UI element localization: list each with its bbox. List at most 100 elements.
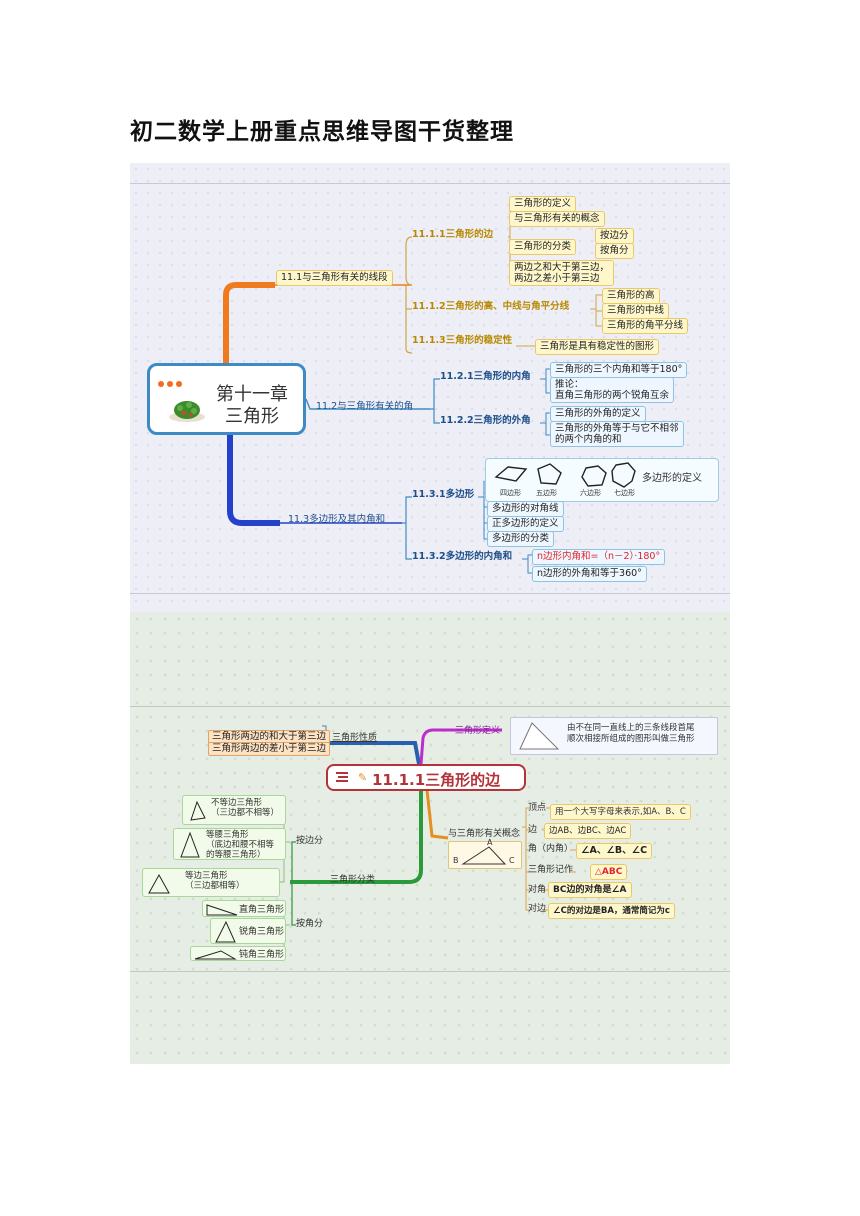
branch-11-2: 11.2与三角形有关的角	[316, 401, 414, 412]
leaf-stability: 三角形是具有稳定性的图形	[535, 339, 660, 355]
leaf-triangle-classification: 三角形的分类	[509, 239, 577, 255]
isosceles-triangle-card: 等腰三角形 （底边和腰不相等 的等腰三角形）	[173, 828, 286, 860]
leaf-by-side: 按边分	[595, 228, 634, 244]
leaf-polygon-diagonal: 多边形的对角线	[487, 501, 564, 517]
divider	[130, 706, 730, 707]
acute-triangle-label: 锐角三角形	[239, 927, 285, 937]
topic-11-2-2: 11.2.2三角形的外角	[440, 415, 531, 426]
heptagon-icon	[611, 462, 636, 488]
leaf-interior-angle-formula: n边形内角和=（n－2）·180°	[532, 549, 666, 565]
definition-label: 三角形定义	[455, 726, 501, 736]
polygon-shapes-box: 四边形 五边形 六边形 七边形 多边形的定义	[485, 458, 719, 502]
isosceles-title: 等腰三角形	[206, 830, 249, 840]
equilateral-triangle-card: 等边三角形 （三边都相等）	[142, 868, 280, 897]
central-topic-title: 11.1.1三角形的边	[372, 771, 501, 789]
classify-label: 三角形分类	[330, 875, 376, 885]
by-angle-label: 按角分	[296, 919, 324, 929]
branch-11-3: 11.3多边形及其内角和	[288, 514, 386, 525]
concept-vertex-key: 顶点	[528, 803, 547, 813]
topic-11-3-2: 11.3.2多边形的内角和	[412, 551, 513, 562]
branch-11-1: 11.1与三角形有关的线段	[276, 270, 393, 286]
concept-angle-value: ∠A、∠B、∠C	[576, 843, 653, 859]
divider	[130, 971, 730, 972]
polygon-shapes	[494, 462, 636, 488]
leaf-triangle-concepts: 与三角形有关的概念	[509, 211, 605, 227]
isosceles-note-line1: （底边和腰不相等	[206, 840, 275, 850]
definition-text-line1: 由不在同一直线上的三条线段首尾	[567, 723, 695, 733]
property-label: 三角形性质	[332, 733, 378, 743]
leaf-triangle-definition: 三角形的定义	[509, 196, 577, 212]
leaf-side-inequality-line1: 两边之和大于第三边，	[514, 262, 610, 273]
dots-icon	[158, 372, 185, 391]
leaf-corollary: 推论： 直角三角形的两个锐角互余	[550, 377, 675, 403]
triangle-icon	[519, 722, 560, 750]
concept-angle-key: 角（内角）	[528, 844, 574, 854]
leaf-by-angle: 按角分	[595, 243, 634, 259]
vertex-a-label: A	[487, 838, 493, 847]
leaf-regular-polygon: 正多边形的定义	[487, 516, 564, 532]
concept-side-key: 边	[528, 825, 538, 835]
equilateral-title: 等边三角形	[185, 871, 228, 881]
pencil-icon: ✎	[358, 771, 368, 784]
scalene-triangle-icon	[190, 800, 206, 821]
concept-notation-value: △ABC	[590, 864, 628, 880]
quadrilateral-label: 四边形	[500, 489, 521, 497]
menu-icon	[336, 772, 348, 782]
leaf-corollary-title: 推论：	[555, 379, 584, 390]
obtuse-triangle-label: 钝角三角形	[239, 950, 285, 960]
right-triangle-label: 直角三角形	[239, 905, 285, 915]
topic-11-3-1: 11.3.1多边形	[412, 489, 475, 500]
concepts-label: 与三角形有关概念	[448, 829, 521, 839]
leaf-polygon-classification: 多边形的分类	[487, 531, 555, 547]
isosceles-note-line2: 的等腰三角形）	[206, 850, 266, 860]
central-topic: 第十一章 三角形	[147, 363, 306, 435]
obtuse-triangle-card: 钝角三角形	[190, 946, 286, 961]
right-triangle-card: 直角三角形	[202, 900, 286, 917]
concept-notation-key: 三角形记作	[528, 865, 574, 875]
central-topic: ✎ 11.1.1三角形的边	[326, 764, 526, 791]
scalene-title: 不等边三角形	[211, 798, 263, 808]
scalene-triangle-card: 不等边三角形 （三边都不相等）	[182, 795, 286, 825]
obtuse-triangle-icon	[194, 950, 237, 960]
leaf-exterior-angle-sum: n边形的外角和等于360°	[532, 566, 647, 582]
leaf-median: 三角形的中线	[602, 303, 670, 319]
dish-image	[167, 392, 207, 424]
leaf-exterior-angle-line2: 的两个内角的和	[555, 434, 622, 445]
heptagon-label: 七边形	[614, 489, 635, 497]
concept-vertex-value: 用一个大写字母来表示,如A、B、C	[550, 804, 691, 820]
triangle-abc-icon	[461, 846, 507, 865]
concepts-triangle: A B C	[448, 838, 522, 869]
polygon-definition: 多边形的定义	[642, 473, 702, 484]
divider	[130, 183, 730, 184]
pentagon-icon	[537, 463, 562, 485]
leaf-angle-bisector: 三角形的角平分线	[602, 318, 689, 334]
leaf-side-inequality-line2: 两边之差小于第三边	[514, 273, 600, 284]
mindmap-triangle-sides: 三角形两边的和大于第三边 三角形两边的差小于第三边 三角形性质 三角形定义 由不…	[130, 612, 730, 1064]
by-side-label: 按边分	[296, 836, 324, 846]
hexagon-label: 六边形	[580, 489, 601, 497]
leaf-exterior-angle-definition: 三角形的外角的定义	[550, 406, 646, 422]
right-triangle-icon	[206, 904, 238, 916]
vertex-c-label: C	[509, 856, 515, 865]
property-difference: 三角形两边的差小于第三边	[208, 742, 331, 756]
concept-side-value: 边AB、边BC、边AC	[544, 823, 632, 839]
page-title: 初二数学上册重点思维导图干货整理	[130, 119, 514, 145]
divider	[130, 593, 730, 594]
concept-opposite-side-key: 对边	[528, 904, 547, 914]
leaf-interior-angle-sum: 三角形的三个内角和等于180°	[550, 362, 688, 378]
leaf-exterior-angle-line1: 三角形的外角等于与它不相邻	[555, 423, 679, 434]
hexagon-icon	[581, 465, 607, 487]
concept-opposite-side-value: ∠C的对边是BA，通常简记为c	[548, 903, 675, 919]
isosceles-triangle-icon	[180, 831, 200, 858]
vertex-b-label: B	[453, 856, 459, 865]
leaf-altitude: 三角形的高	[602, 288, 660, 304]
concept-opposite-angle-value: BC边的对角是∠A	[548, 882, 632, 898]
leaf-corollary-text: 直角三角形的两个锐角互余	[555, 390, 670, 401]
central-topic-line2: 三角形	[225, 406, 279, 427]
acute-triangle-icon	[215, 920, 236, 943]
equilateral-note: （三边都相等）	[185, 881, 245, 891]
leaf-exterior-angle-theorem: 三角形的外角等于与它不相邻 的两个内角的和	[550, 421, 684, 447]
topic-11-1-1: 11.1.1三角形的边	[412, 229, 494, 240]
leaf-side-inequality: 两边之和大于第三边， 两边之差小于第三边	[509, 260, 615, 286]
acute-triangle-card: 锐角三角形	[210, 918, 286, 944]
